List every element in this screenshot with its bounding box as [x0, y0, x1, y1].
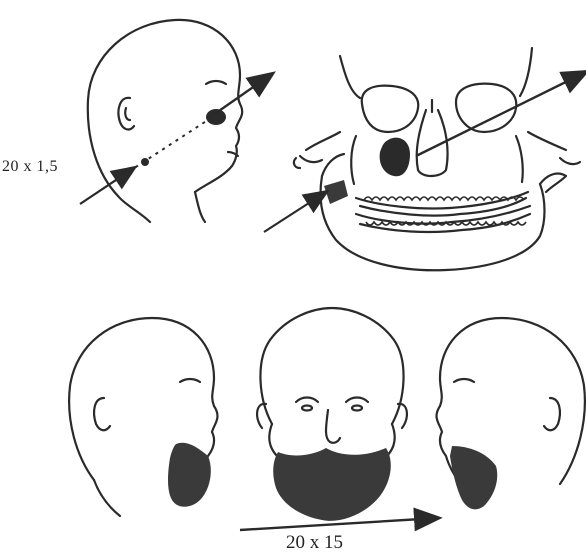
beam-arrow-exit-right [416, 72, 586, 156]
tumor-region-left [168, 443, 211, 507]
head-frontal-bottom [257, 308, 407, 462]
lesion-maxilla [380, 138, 410, 177]
beam-arrow-entry-right [264, 192, 326, 232]
lesion-eye [206, 109, 226, 125]
tumor-region-right [450, 446, 497, 509]
dose-label-bottom: 20 x 15 [286, 532, 343, 554]
dose-label-top: 20 x 1,5 [2, 158, 58, 176]
lesion-jaw-left [324, 180, 348, 204]
tumor-region-center [273, 448, 391, 521]
beam-arrow-exit-left [216, 74, 272, 113]
beam-path-dotted [122, 116, 214, 176]
beam-arrow-entry-left [80, 168, 134, 204]
skull-frontal [294, 48, 580, 270]
